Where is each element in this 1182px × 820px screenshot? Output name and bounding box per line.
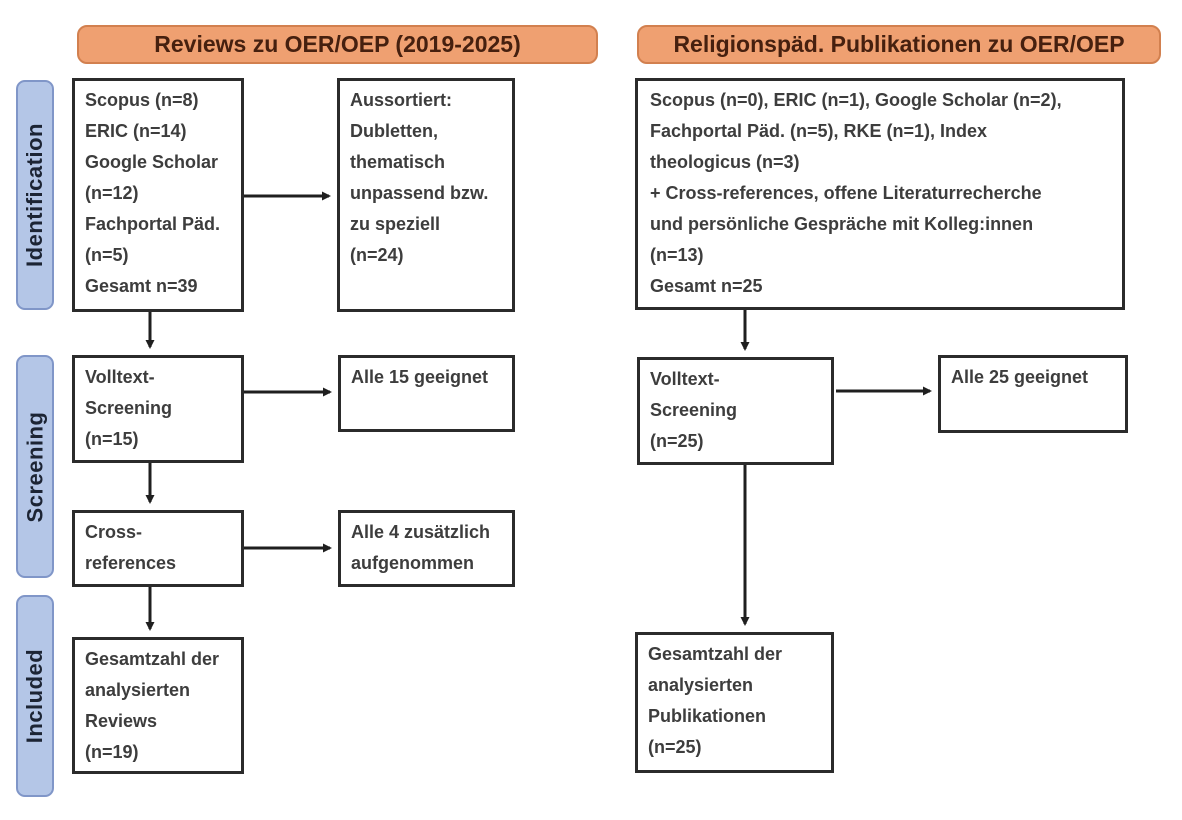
- box-right-sources: Scopus (n=0), ERIC (n=1), Google Scholar…: [635, 78, 1125, 310]
- stage-label-screening-text: Screening: [22, 411, 47, 522]
- stage-label-included-text: Included: [22, 648, 48, 744]
- column-header-reviews: Reviews zu OER/OEP (2019-2025): [77, 25, 598, 64]
- box-left-sources: Scopus (n=8) ERIC (n=14) Google Scholar …: [72, 78, 244, 312]
- box-left-crossref-result: Alle 4 zusätzlich aufgenommen: [338, 510, 515, 587]
- stage-label-identification: Identification: [16, 80, 54, 310]
- box-right-fulltext-result: Alle 25 geeignet: [938, 355, 1128, 433]
- column-header-religionspaed: Religionspäd. Publikationen zu OER/OEP: [637, 25, 1161, 64]
- box-left-crossreferences: Cross-references (n=4): [72, 510, 244, 587]
- stage-label-screening: Screening: [16, 355, 54, 578]
- stage-label-included: Included: [16, 595, 54, 797]
- box-left-excluded: Aussortiert: Dubletten, thematisch unpas…: [337, 78, 515, 312]
- box-left-included-total: Gesamtzahl der analysierten Reviews (n=1…: [72, 637, 244, 774]
- box-left-fulltext-result: Alle 15 geeignet: [338, 355, 515, 432]
- box-left-fulltext-screening: Volltext- Screening (n=15): [72, 355, 244, 463]
- box-right-fulltext-screening: Volltext- Screening (n=25): [637, 357, 834, 465]
- stage-label-identification-text: Identification: [22, 123, 48, 267]
- box-right-included-total: Gesamtzahl der analysierten Publikatione…: [635, 632, 834, 773]
